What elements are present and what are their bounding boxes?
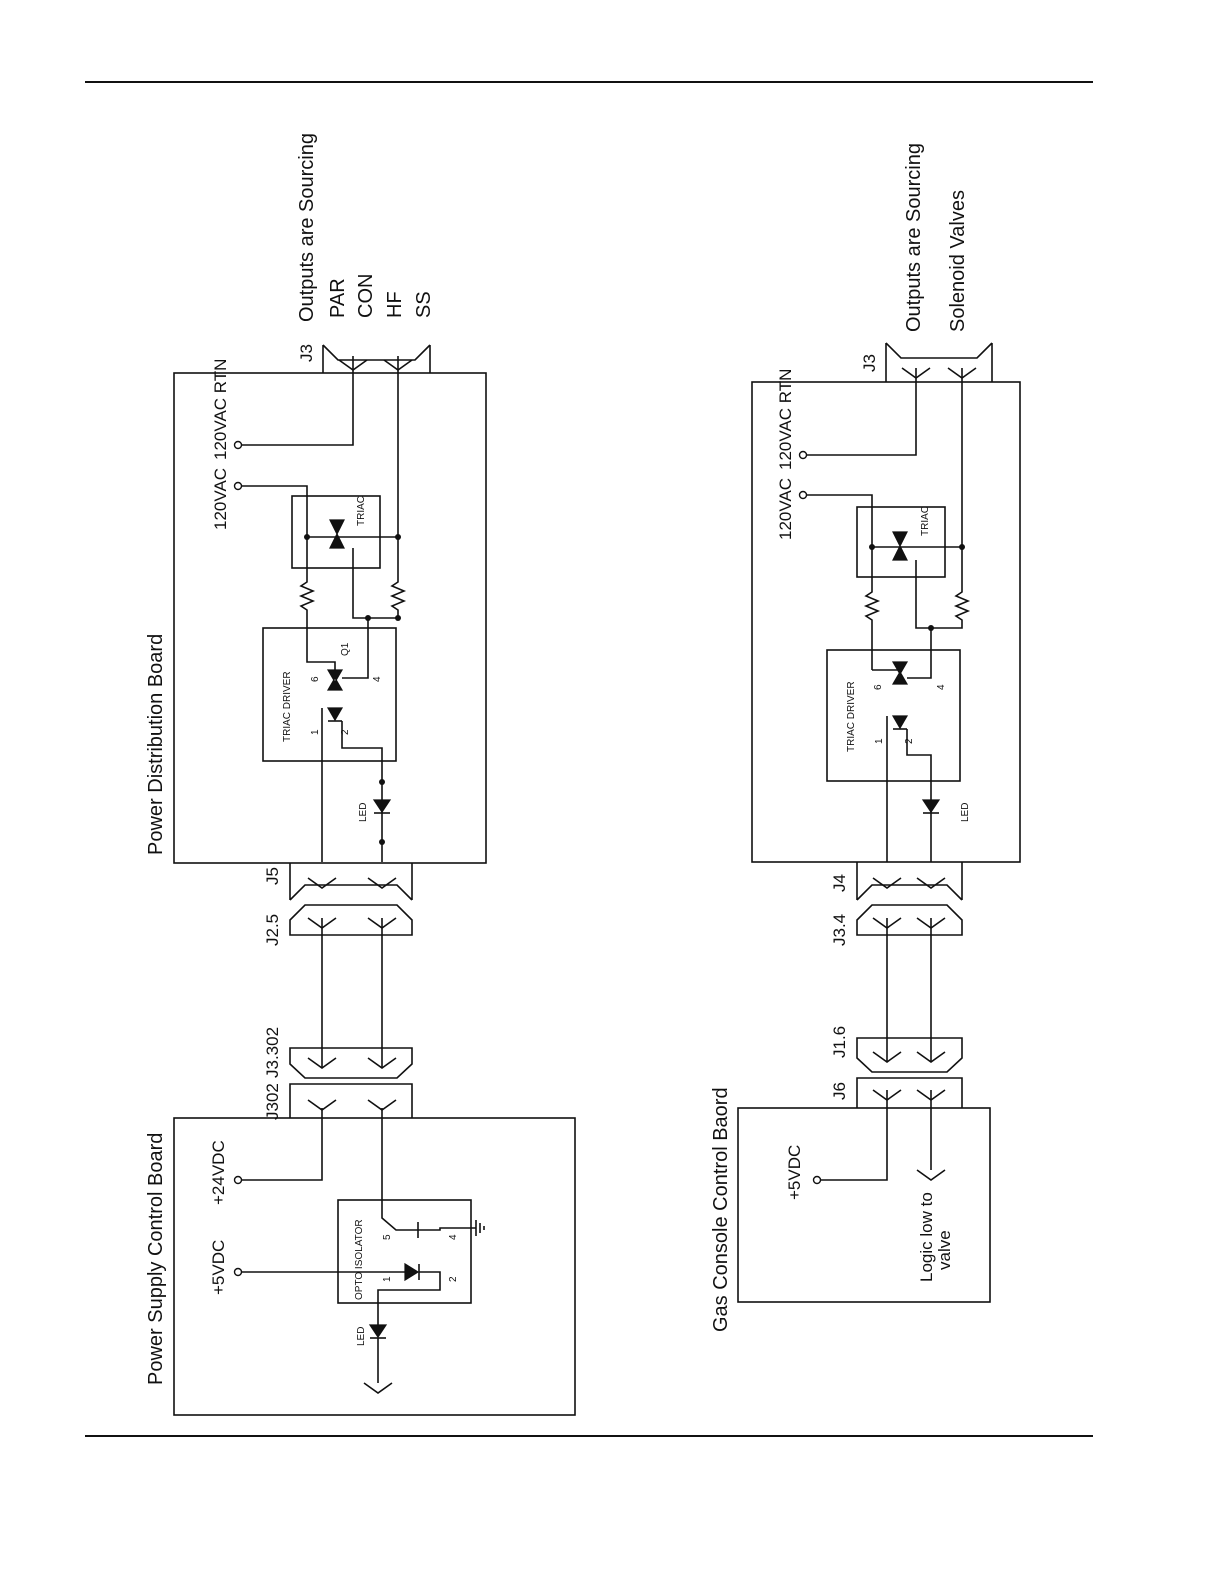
gas-side-distribution-board: 120VAC 120VAC RTN TRIAC TRIAC DRIVER 6 4…	[751, 368, 1021, 863]
gsd-resistor-mt	[915, 547, 971, 629]
pdb-resistor-mt	[352, 537, 407, 619]
cable2-j3-4-connector: J3.4	[830, 904, 963, 946]
pdb-title: Power Distribution Board	[145, 634, 167, 855]
pdb-outline	[173, 372, 487, 864]
svg-text:6: 6	[310, 676, 321, 682]
svg-text:J2.5: J2.5	[263, 914, 282, 946]
pdb-120vac-label: 120VAC	[211, 468, 230, 530]
pdb-triac-label: TRIAC	[356, 496, 367, 526]
pdb-120vac-rtn-terminal	[233, 440, 243, 450]
pdb-j5-connector: J5	[263, 863, 413, 901]
gsd-led-label: LED	[960, 803, 971, 822]
gsd-triac-symbol	[892, 531, 908, 561]
svg-text:1: 1	[382, 1276, 393, 1282]
pdb-resistor-gate	[298, 537, 316, 650]
svg-text:4: 4	[372, 676, 383, 682]
pscb-j302-connector: J302	[263, 1083, 413, 1120]
gccb-5vdc-terminal	[812, 1175, 822, 1185]
gsd-triac-label: TRIAC	[920, 506, 931, 536]
gccb-j6-connector: J6	[830, 1077, 963, 1108]
power-supply-control-board: Power Supply Control Board +24VDC +5VDC …	[145, 1108, 576, 1416]
pdb-output-par: PAR	[327, 278, 349, 318]
gccb-5vdc-label: +5VDC	[785, 1145, 804, 1200]
gsd-solenoid-label: Solenoid Valves	[947, 190, 969, 332]
pscb-led-symbol	[368, 1324, 388, 1339]
pscb-24vdc-terminal	[233, 1175, 243, 1185]
power-distribution-board: Power Distribution Board 120VAC 120VAC R…	[145, 356, 487, 864]
svg-text:2: 2	[904, 738, 915, 744]
svg-text:J3: J3	[297, 344, 316, 362]
gccb-logic-line2: valve	[935, 1230, 954, 1270]
pscb-5vdc-label: +5VDC	[209, 1240, 228, 1295]
svg-text:J3.302: J3.302	[263, 1027, 282, 1078]
pscb-24vdc-label: +24VDC	[209, 1140, 228, 1205]
gsd-outputs-note: Outputs are Sourcing	[903, 143, 925, 332]
pscb-opto-box	[337, 1199, 472, 1304]
pdb-driver-diac-symbol	[326, 669, 344, 691]
svg-text:J3.4: J3.4	[830, 914, 849, 946]
pdb-led-symbol	[372, 799, 392, 814]
pdb-triac-symbol	[329, 519, 345, 549]
pdb-outputs-note: Outputs are Sourcing	[296, 133, 318, 322]
pscb-opto-transistor	[381, 1108, 468, 1238]
svg-text:1: 1	[310, 729, 321, 735]
pscb-title: Power Supply Control Board	[145, 1133, 167, 1385]
svg-text:2: 2	[340, 729, 351, 735]
pdb-output-ss: SS	[413, 291, 435, 318]
svg-text:J6: J6	[830, 1082, 849, 1100]
pscb-opto-led-symbol	[404, 1262, 420, 1282]
pdb-120vac-wire	[241, 485, 308, 537]
svg-text:4: 4	[936, 684, 947, 690]
gsd-120vac-rtn-terminal	[798, 450, 808, 460]
svg-text:J5: J5	[263, 867, 282, 885]
svg-text:1: 1	[874, 738, 885, 744]
pdb-120vac-terminal	[233, 481, 243, 491]
pdb-q1-label: Q1	[340, 642, 351, 656]
pdb-led-label: LED	[358, 803, 369, 822]
gccb-outline	[737, 1107, 991, 1303]
cable2-j1-6-connector: J1.6	[830, 1026, 963, 1073]
gccb-title: Gas Console Control Baord	[710, 1087, 732, 1332]
svg-text:J1.6: J1.6	[830, 1026, 849, 1058]
svg-text:6: 6	[873, 684, 884, 690]
gsd-driver-led-symbol	[891, 715, 909, 730]
svg-text:2: 2	[448, 1276, 459, 1282]
pdb-triac-box	[291, 495, 381, 569]
gsd-120vac-label: 120VAC	[776, 478, 795, 540]
svg-text:5: 5	[382, 1234, 393, 1240]
pscb-outline	[173, 1117, 576, 1416]
gsd-120vac-rtn-label: 120VAC RTN	[776, 369, 795, 470]
pdb-j3-connector: J3	[297, 344, 431, 373]
cable1-j3-302-connector: J3.302	[263, 1027, 413, 1079]
pdb-120vac-rtn-label: 120VAC RTN	[211, 359, 230, 460]
pdb-driver-led-symbol	[326, 707, 344, 722]
pdb-output-hf: HF	[384, 291, 406, 318]
svg-text:J4: J4	[830, 874, 849, 892]
pscb-5vdc-terminal	[233, 1267, 243, 1277]
gas-console-control-board: Gas Console Control Baord +5VDC Logic lo…	[710, 1087, 991, 1332]
gsd-j3-connector: J3	[860, 342, 993, 382]
svg-text:J302: J302	[263, 1083, 282, 1120]
pscb-led-label: LED	[356, 1327, 367, 1346]
pscb-opto-label: OPTO ISOLATOR	[354, 1219, 365, 1300]
gsd-driver-diac-symbol	[891, 661, 909, 685]
gsd-triac-driver-box	[826, 649, 961, 782]
pdb-rtn-wire	[241, 356, 354, 446]
pdb-output-con: CON	[355, 274, 377, 318]
gsd-triac-box	[856, 506, 946, 578]
svg-text:J3: J3	[860, 354, 879, 372]
pdb-triac-driver-label: TRIAC DRIVER	[282, 671, 293, 742]
svg-text:4: 4	[448, 1234, 459, 1240]
gsd-120vac-terminal	[798, 490, 808, 500]
cable1-j2-5-connector: J2.5	[263, 904, 413, 946]
gsd-triac-driver-label: TRIAC DRIVER	[846, 681, 857, 752]
gccb-logic-line1: Logic low to	[917, 1192, 936, 1282]
gsd-resistor-gate	[863, 547, 881, 670]
gsd-led-symbol	[921, 799, 941, 814]
pdb-triac-driver-box	[262, 627, 397, 762]
gsd-j4-connector: J4	[830, 862, 963, 901]
pscb-ground-symbol	[468, 1220, 485, 1236]
